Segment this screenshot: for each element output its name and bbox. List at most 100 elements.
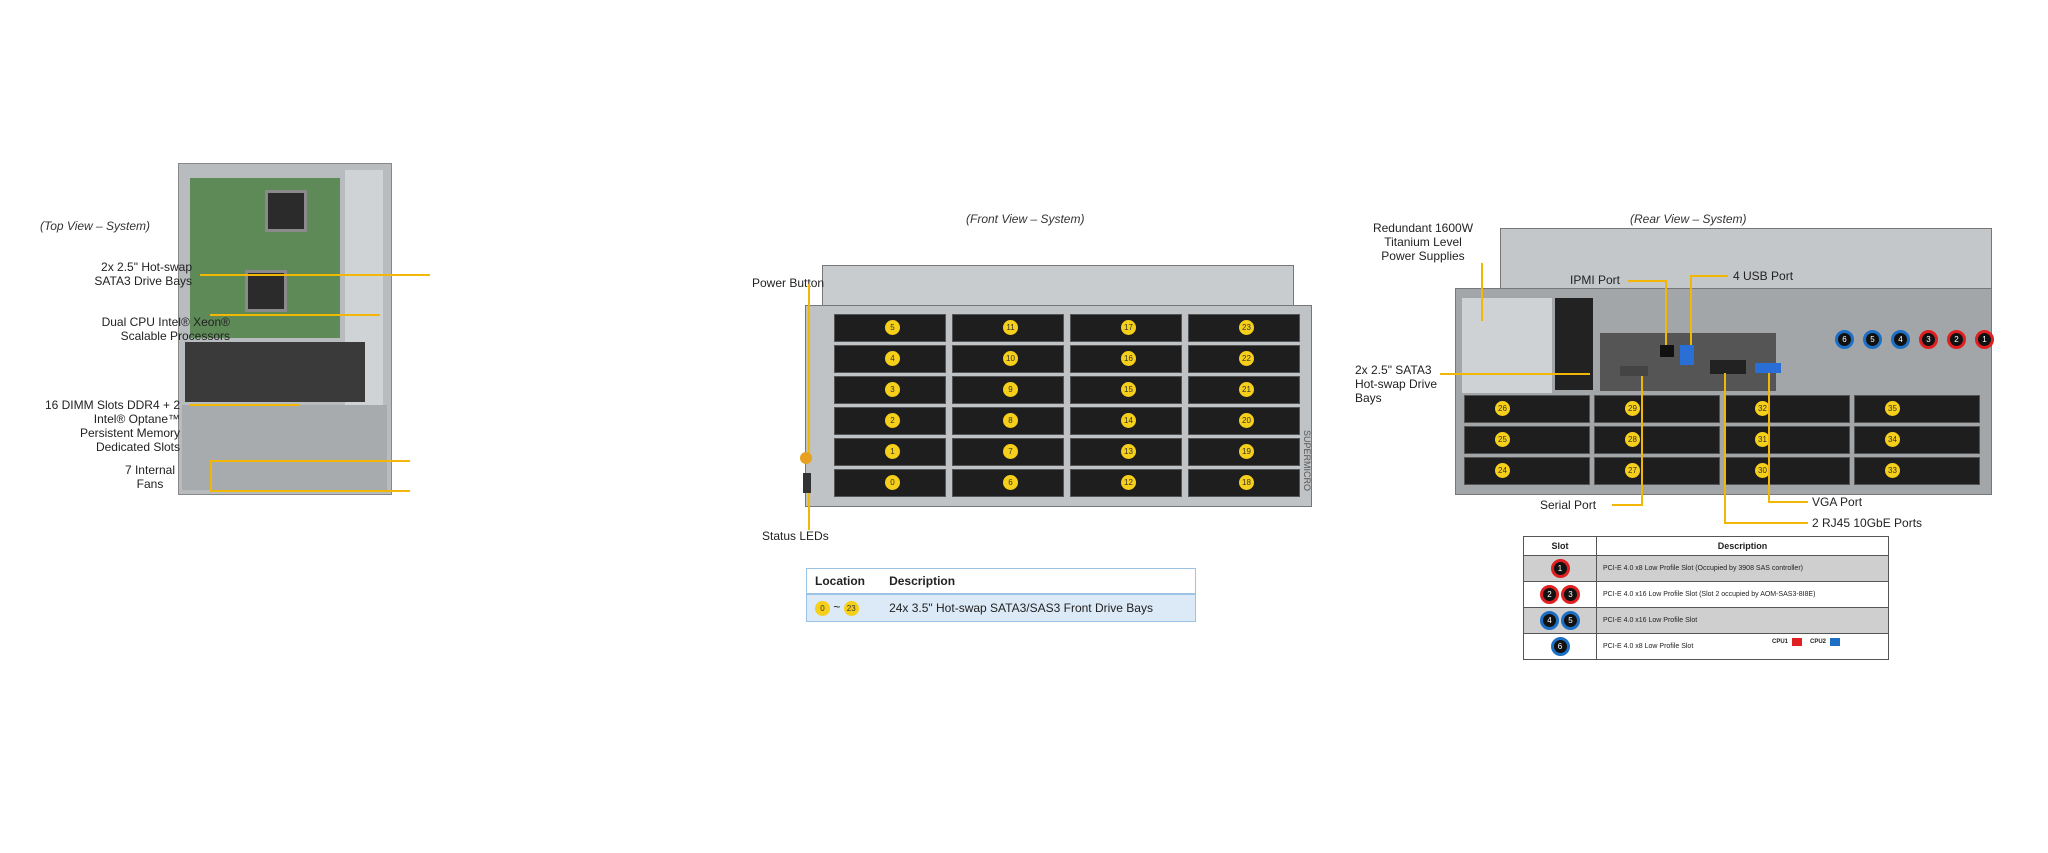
- usb-ports[interactable]: [1680, 345, 1694, 365]
- rear-view-caption: (Rear View – System): [1630, 212, 1747, 226]
- drive-number-badge: 3: [885, 382, 900, 397]
- drive-bay: 12: [1070, 469, 1182, 497]
- drive-number-badge: 6: [1003, 475, 1018, 490]
- drive-number-badge: 29: [1625, 401, 1640, 416]
- brand-logo: SUPERMICRO: [1302, 430, 1312, 492]
- drive-number-badge: 24: [1495, 463, 1510, 478]
- drive-number-badge: 16: [1121, 351, 1136, 366]
- drive-number-badge: 0: [885, 475, 900, 490]
- label-internal-fans: 7 Internal Fans: [124, 463, 176, 491]
- drive-bay: 14: [1070, 407, 1182, 435]
- pcie-slot-badge: 6: [1835, 330, 1854, 349]
- drive-number-badge: 28: [1625, 432, 1640, 447]
- drive-bay: 5: [834, 314, 946, 342]
- ipmi-port[interactable]: [1660, 345, 1674, 357]
- drive-bay: 3: [834, 376, 946, 404]
- drive-bay: 17: [1070, 314, 1182, 342]
- drive-bay: 21: [1188, 376, 1300, 404]
- header-description: Description: [881, 568, 1196, 595]
- label-ipmi-port: IPMI Port: [1570, 273, 1621, 287]
- description-cell: PCI-E 4.0 x8 Low Profile Slot: [1596, 633, 1889, 660]
- drive-number-badge: 14: [1121, 413, 1136, 428]
- drive-bay: 4: [834, 345, 946, 373]
- table-row: 6 PCI-E 4.0 x8 Low Profile Slot: [1523, 633, 1889, 660]
- header-description: Description: [1596, 536, 1889, 556]
- legend-swatch: [1830, 638, 1841, 646]
- drive-bay: 27: [1594, 457, 1720, 485]
- drive-number-badge: 33: [1885, 463, 1900, 478]
- serial-port[interactable]: [1620, 366, 1648, 376]
- drive-number-badge: 34: [1885, 432, 1900, 447]
- front-view-caption: (Front View – System): [966, 212, 1085, 226]
- drive-number-badge: 13: [1121, 444, 1136, 459]
- drive-bay: 26: [1464, 395, 1590, 423]
- drive-bay: 30: [1724, 457, 1850, 485]
- drive-number-badge: 15: [1121, 382, 1136, 397]
- slot-badge: 1: [1550, 559, 1570, 578]
- drive-number-badge: 11: [1003, 320, 1018, 335]
- header-location: Location: [806, 568, 882, 595]
- rj45-ports[interactable]: [1710, 360, 1746, 374]
- label-dimm-slots: 16 DIMM Slots DDR4 + 2 Intel® Optane™ Pe…: [44, 398, 180, 454]
- drive-number-badge: 21: [1239, 382, 1254, 397]
- drive-bay: 6: [952, 469, 1064, 497]
- status-leds: [803, 473, 811, 493]
- pcie-slot-badge: 3: [1919, 330, 1938, 349]
- vga-port[interactable]: [1755, 363, 1781, 373]
- drive-bay: 10: [952, 345, 1064, 373]
- label-dual-cpu: Dual CPU Intel® Xeon® Scalable Processor…: [101, 315, 230, 343]
- label-usb-port: 4 USB Port: [1733, 269, 1794, 283]
- drive-number-badge: 7: [1003, 444, 1018, 459]
- label-vga-port: VGA Port: [1812, 495, 1863, 509]
- pcie-slot-badge: 4: [1891, 330, 1910, 349]
- drive-number-badge: 5: [885, 320, 900, 335]
- drive-number-badge: 23: [1239, 320, 1254, 335]
- slot-badge: 3: [1561, 585, 1580, 604]
- slot-badge: 6: [1550, 637, 1570, 656]
- drive-bay: 33: [1854, 457, 1980, 485]
- drive-bay: 22: [1188, 345, 1300, 373]
- drive-number-badge: 35: [1885, 401, 1900, 416]
- drive-number-badge: 18: [1239, 475, 1254, 490]
- drive-number-badge: 27: [1625, 463, 1640, 478]
- description-cell: PCI-E 4.0 x8 Low Profile Slot (Occupied …: [1596, 555, 1889, 582]
- label-serial-port: Serial Port: [1540, 498, 1597, 512]
- drive-number-badge: 8: [1003, 413, 1018, 428]
- pcie-slot-badge: 5: [1863, 330, 1882, 349]
- slot-cell: 6: [1523, 633, 1597, 660]
- slot-badge: 2: [1540, 585, 1559, 604]
- drive-bay: 18: [1188, 469, 1300, 497]
- slot-cell: 1: [1523, 555, 1597, 582]
- drive-number-badge: 1: [885, 444, 900, 459]
- drive-number-badge: 25: [1495, 432, 1510, 447]
- label-rear-sata-bays: 2x 2.5" SATA3 Hot-swap Drive Bays: [1355, 363, 1438, 405]
- drive-number-badge: 19: [1239, 444, 1254, 459]
- table-row: 1 PCI-E 4.0 x8 Low Profile Slot (Occupied…: [1523, 555, 1889, 582]
- pcie-slot-badge: 2: [1947, 330, 1966, 349]
- drive-bay: 31: [1724, 426, 1850, 454]
- legend-swatch: [1792, 638, 1803, 646]
- header-slot: Slot: [1523, 536, 1597, 556]
- drive-bay: 9: [952, 376, 1064, 404]
- drive-bay: 15: [1070, 376, 1182, 404]
- description-cell: PCI-E 4.0 x16 Low Profile Slot: [1596, 607, 1889, 634]
- power-button[interactable]: [800, 452, 812, 464]
- drive-number-badge: 26: [1495, 401, 1510, 416]
- label-rj45-ports: 2 RJ45 10GbE Ports: [1812, 516, 1923, 530]
- top-view-caption: (Top View – System): [40, 219, 151, 233]
- legend-label: CPU1: [1772, 639, 1789, 645]
- drive-bay: 8: [952, 407, 1064, 435]
- drive-bay: 23: [1188, 314, 1300, 342]
- front-chassis-top: [822, 265, 1294, 307]
- slot-badge: 5: [1561, 611, 1580, 630]
- drive-number-badge: 10: [1003, 351, 1018, 366]
- drive-bay: 34: [1854, 426, 1980, 454]
